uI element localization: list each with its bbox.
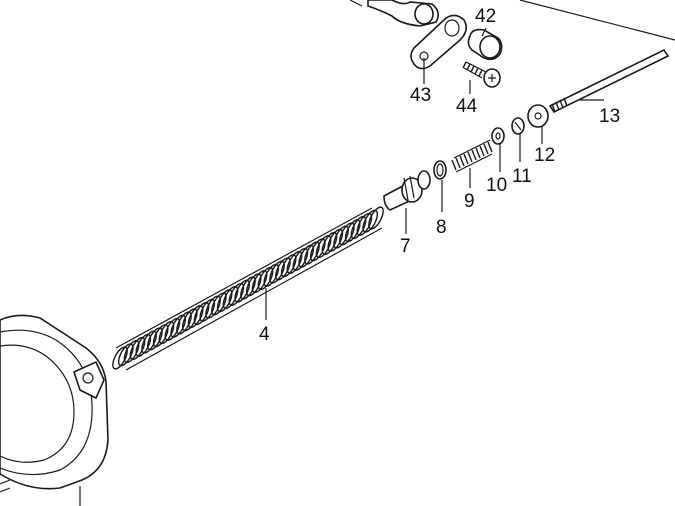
callout-8: 8	[436, 217, 447, 238]
callout-43: 43	[410, 85, 431, 106]
rod-13	[548, 48, 670, 114]
callout-13: 13	[599, 106, 620, 127]
callout-9: 9	[464, 191, 475, 212]
upper-housing-part	[367, 0, 440, 27]
lower-housing-part	[0, 314, 109, 506]
callout-12: 12	[534, 145, 555, 166]
spring-4-coil	[368, 206, 384, 230]
callout-42: 42	[475, 6, 496, 27]
spring-4	[112, 206, 384, 370]
clip-11	[511, 117, 525, 135]
cap-42	[467, 28, 503, 61]
spring-9	[451, 139, 493, 173]
o-ring-8	[433, 160, 447, 180]
callout-4: 4	[259, 324, 270, 345]
callout-labels: 42 43 44 13 12 11 10 9 8 7 4	[259, 6, 620, 345]
washer-12	[527, 104, 549, 128]
callout-7: 7	[400, 236, 411, 257]
callout-11: 11	[512, 166, 532, 187]
frame-lines	[349, 0, 675, 41]
callout-10: 10	[486, 175, 507, 196]
leader-lines	[265, 27, 604, 320]
screw-44	[462, 61, 501, 88]
callout-44: 44	[456, 96, 478, 117]
gasket-43	[410, 14, 468, 70]
plunger-7	[383, 170, 431, 211]
spring-4-outline	[115, 207, 383, 371]
washer-10	[491, 127, 505, 145]
